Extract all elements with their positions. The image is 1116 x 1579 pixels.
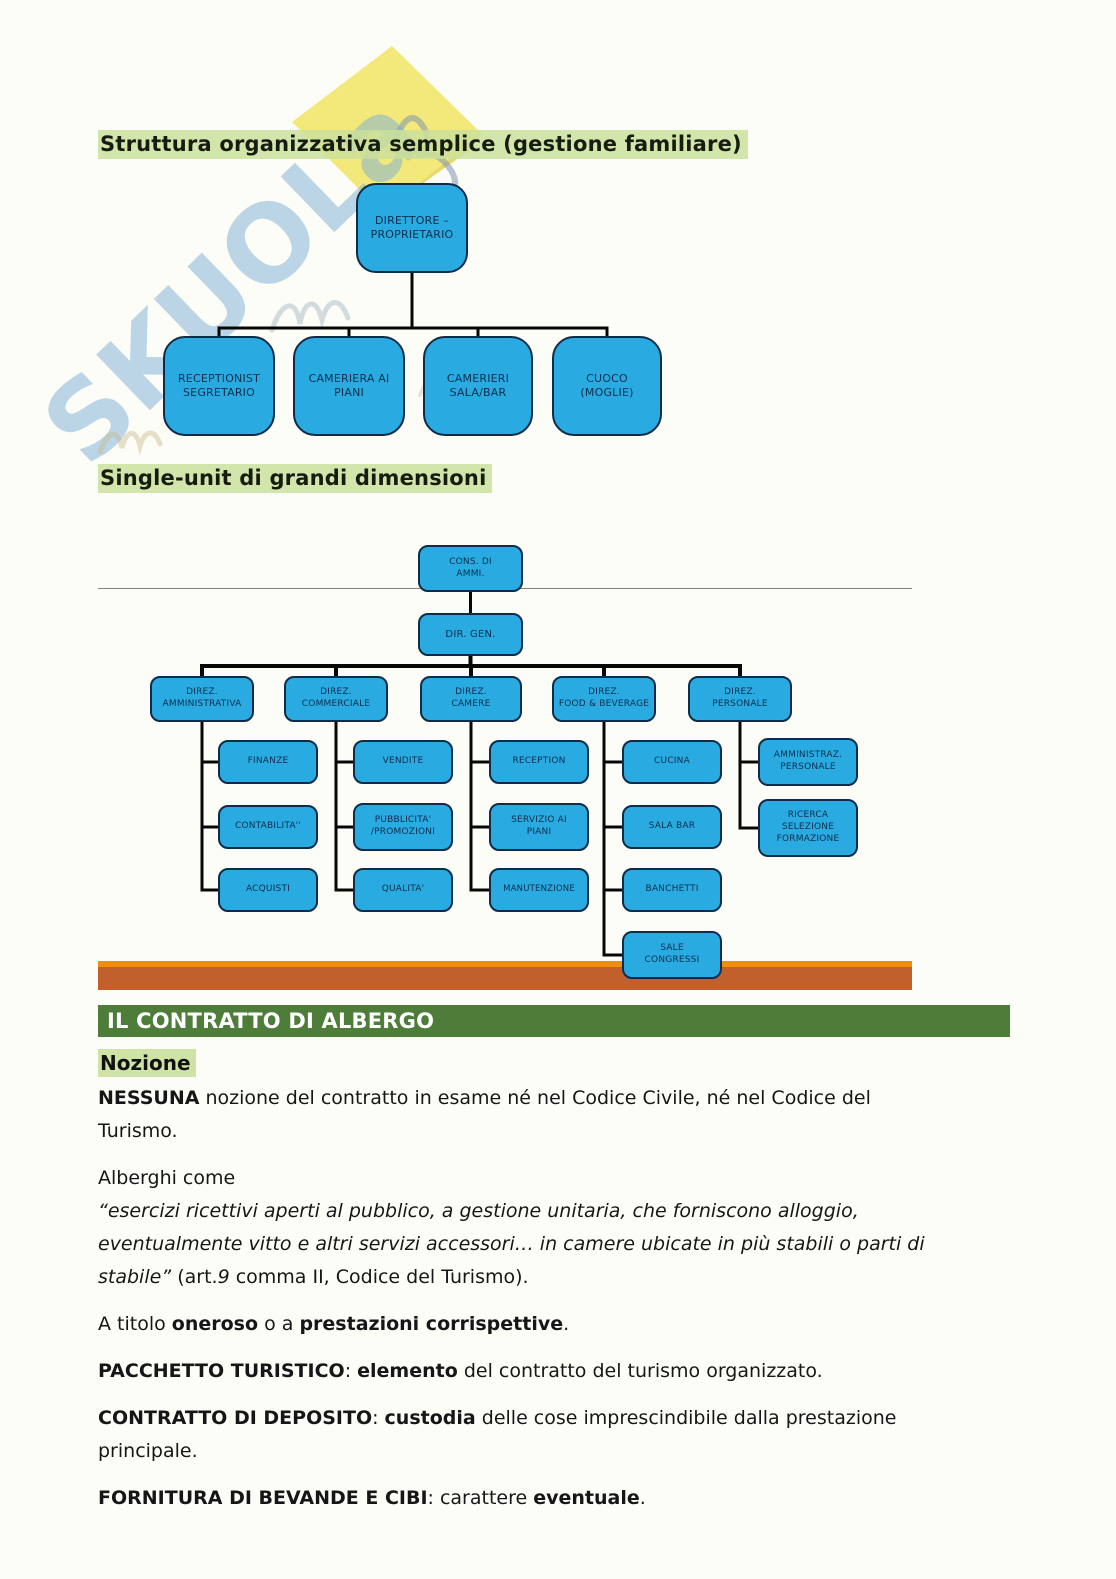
org-node-root: DIRETTORE – PROPRIETARIO bbox=[356, 183, 468, 273]
paragraph-alberghi: Alberghi come“esercizi ricettivi aperti … bbox=[98, 1167, 925, 1288]
org-node-d2: DIREZ. COMMERCIALE bbox=[284, 676, 388, 722]
paragraph-deposito: CONTRATTO DI DEPOSITO: custodia delle co… bbox=[98, 1407, 897, 1462]
org-node-h1: RECEPTION bbox=[489, 740, 589, 784]
org-node-m1: AMMINISTRAZ. PERSONALE bbox=[758, 738, 858, 786]
section-title-single-unit: Single-unit di grandi dimensioni bbox=[98, 464, 493, 493]
org-node-d3: DIREZ. CAMERE bbox=[420, 676, 522, 722]
org-node-cons: CONS. DI AMMI. bbox=[418, 545, 523, 592]
org-node-k2: SALA BAR bbox=[622, 805, 722, 849]
org-node-f1: FINANZE bbox=[218, 740, 318, 784]
org-node-h2: SERVIZIO AI PIANI bbox=[489, 803, 589, 851]
contract-section-header: IL CONTRATTO DI ALBERGO bbox=[98, 1005, 1010, 1037]
paragraph-fornitura: FORNITURA DI BEVANDE E CIBI: carattere e… bbox=[98, 1487, 646, 1509]
section-title-struttura: Struttura organizzativa semplice (gestio… bbox=[98, 130, 748, 159]
contract-body: Nozione NESSUNA nozione del contratto in… bbox=[98, 1048, 1016, 1529]
paragraph-pacchetto: PACCHETTO TURISTICO: elemento del contra… bbox=[98, 1360, 823, 1382]
paragraph-titolo: A titolo oneroso o a prestazioni corrisp… bbox=[98, 1313, 570, 1335]
org-node-k1: CUCINA bbox=[622, 740, 722, 784]
contract-header-label: IL CONTRATTO DI ALBERGO bbox=[107, 1009, 435, 1033]
org-node-d1: DIREZ. AMMINISTRATIVA bbox=[150, 676, 254, 722]
org-node-k3: BANCHETTI bbox=[622, 868, 722, 912]
org-node-r3: CAMERIERI SALA/BAR bbox=[423, 336, 533, 436]
org-node-f3: ACQUISTI bbox=[218, 868, 318, 912]
org-node-r4: CUOCO (MOGLIE) bbox=[552, 336, 662, 436]
org-node-g3: QUALITA' bbox=[353, 868, 453, 912]
org-node-g2: PUBBLICITA' /PROMOZIONI bbox=[353, 803, 453, 851]
paragraph-nessuna: NESSUNA nozione del contratto in esame n… bbox=[98, 1087, 871, 1142]
org-node-d4: DIREZ. FOOD & BEVERAGE bbox=[552, 676, 656, 722]
org-node-k4: SALE CONGRESSI bbox=[622, 931, 722, 979]
org-node-d5: DIREZ. PERSONALE bbox=[688, 676, 792, 722]
org-node-r2: CAMERIERA AI PIANI bbox=[293, 336, 405, 436]
org-node-h3: MANUTENZIONE bbox=[489, 868, 589, 912]
org-node-g1: VENDITE bbox=[353, 740, 453, 784]
org-node-r1: RECEPTIONIST SEGRETARIO bbox=[163, 336, 275, 436]
nozione-heading: Nozione bbox=[98, 1049, 196, 1077]
org-node-dg: DIR. GEN. bbox=[418, 613, 523, 656]
orange-separator-bar bbox=[98, 961, 912, 990]
org-node-m2: RICERCA SELEZIONE FORMAZIONE bbox=[758, 799, 858, 857]
org-node-f2: CONTABILITA'' bbox=[218, 805, 318, 849]
